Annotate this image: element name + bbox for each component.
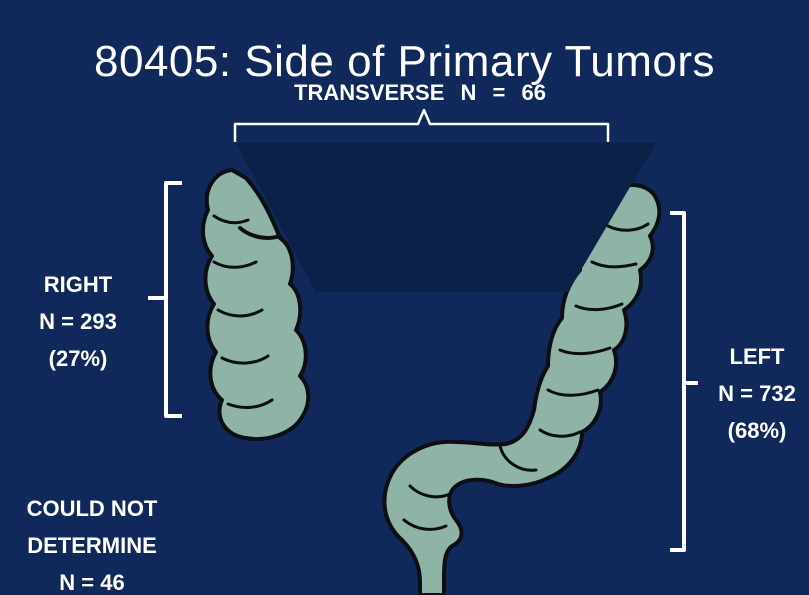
transverse-name: TRANSVERSE — [294, 80, 444, 105]
left-label: LEFT N = 732 (68%) — [704, 338, 809, 449]
left-n: N = 732 — [704, 375, 809, 412]
left-pct: (68%) — [704, 412, 809, 449]
right-n: N = 293 — [18, 303, 138, 340]
undetermined-line1: COULD NOT — [6, 490, 178, 527]
left-name: LEFT — [704, 338, 809, 375]
left-bracket — [670, 213, 698, 550]
transverse-n: N = 66 — [461, 80, 546, 105]
right-pct: (27%) — [18, 340, 138, 377]
undetermined-n: N = 46 — [6, 564, 178, 595]
undetermined-line2: DETERMINE — [6, 527, 178, 564]
undetermined-label: COULD NOT DETERMINE N = 46 — [6, 490, 178, 595]
right-label: RIGHT N = 293 (27%) — [18, 266, 138, 377]
transverse-bracket — [235, 110, 608, 142]
transverse-label: TRANSVERSE N = 66 — [270, 78, 570, 108]
right-bracket — [148, 183, 182, 416]
right-name: RIGHT — [18, 266, 138, 303]
